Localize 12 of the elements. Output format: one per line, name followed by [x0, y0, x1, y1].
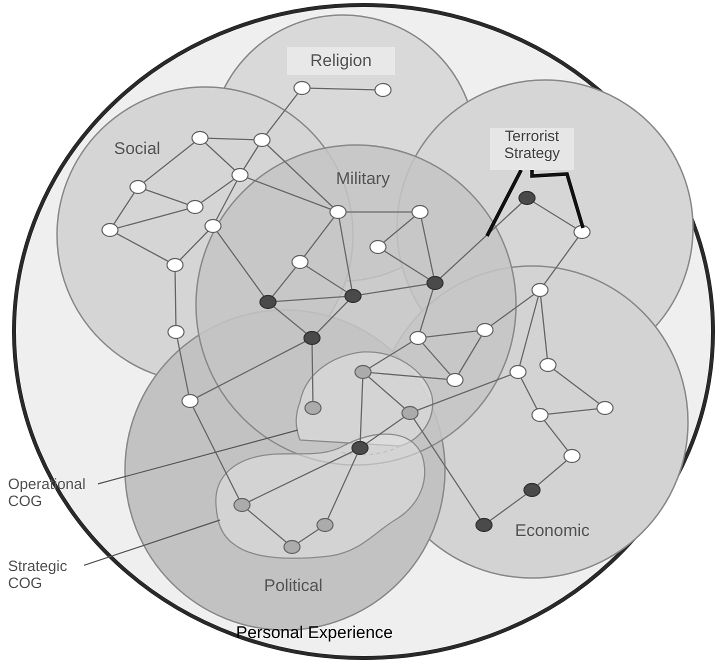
- domain-label: Military: [336, 169, 406, 191]
- domain-label: Political: [264, 576, 340, 598]
- domain-label: Economic: [515, 521, 605, 543]
- leader-line: [98, 429, 298, 484]
- domain-label: Social: [114, 139, 170, 161]
- callout-label: Terrorist Strategy: [490, 128, 574, 170]
- leader-line: [84, 519, 220, 566]
- title-label: Personal Experience: [236, 623, 406, 645]
- leader-line: [485, 169, 523, 237]
- leader-line: [530, 170, 585, 229]
- domain-label: Religion: [287, 47, 395, 75]
- callout-label: Strategic COG: [8, 558, 84, 598]
